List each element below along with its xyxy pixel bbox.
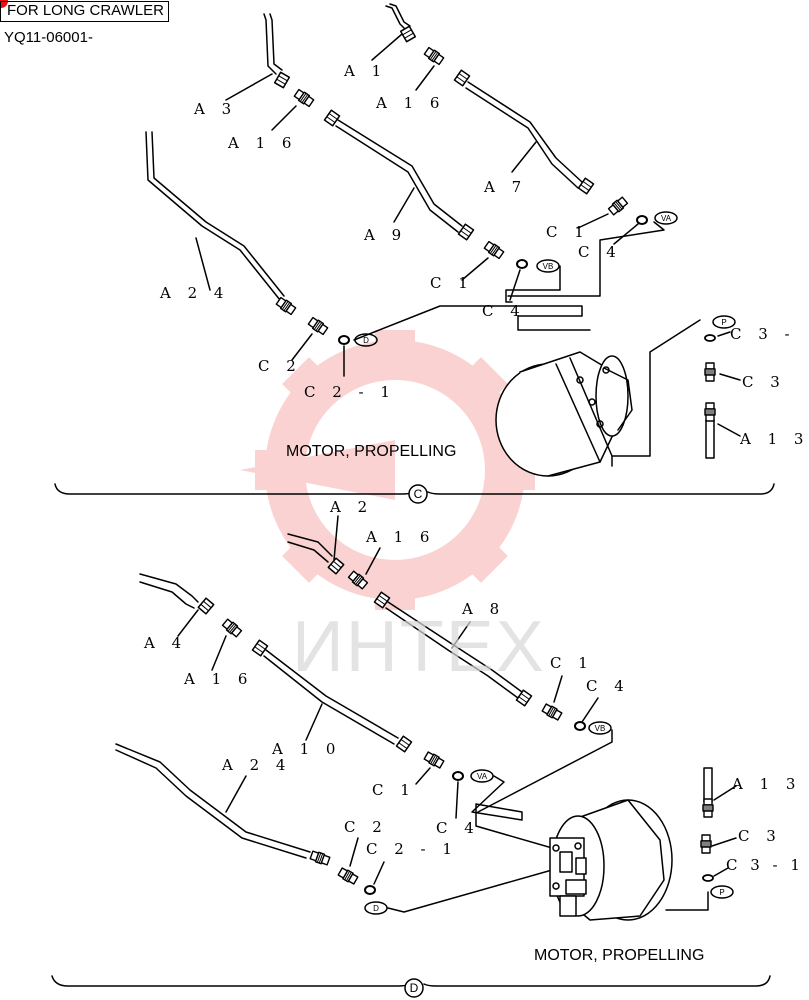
- label-a8: A 8: [462, 600, 506, 618]
- label-a4: A 4: [144, 634, 188, 652]
- label-c4-left-d: C 4: [436, 819, 480, 837]
- label-a9: A 9: [364, 226, 408, 244]
- label-a3: A 3: [194, 100, 238, 118]
- watermark-text: ИНТЕХ: [292, 607, 546, 687]
- label-a16-left-d: A 1 6: [184, 670, 254, 688]
- label-a16-left-c: A 1 6: [228, 134, 298, 152]
- section-d: [51, 515, 771, 998]
- label-a16-top-c: A 1 6: [376, 94, 446, 112]
- label-a1: A 1: [344, 62, 388, 80]
- corner-marker: [0, 0, 8, 8]
- label-c4-right-d: C 4: [586, 677, 630, 695]
- label-c1-left-c: C 1: [430, 274, 474, 292]
- label-c2-1-c: C 2 - 1: [304, 383, 396, 401]
- port-p-c: P: [721, 318, 726, 327]
- port-d-c: D: [363, 336, 369, 345]
- label-c1-right-d: C 1: [550, 654, 594, 672]
- motor-d: [549, 799, 673, 921]
- port-vb-c: VB: [543, 262, 554, 271]
- watermark-gear: [240, 330, 535, 610]
- port-p-d: P: [719, 888, 724, 897]
- port-va-d: VA: [477, 772, 488, 781]
- port-vb-d: VB: [595, 724, 606, 733]
- port-va-c: VA: [661, 214, 672, 223]
- section-c: [54, 3, 775, 504]
- leader-a1: [371, 33, 403, 61]
- label-c2-d: C 2: [344, 818, 388, 836]
- label-c4-left-c: C 4: [482, 302, 526, 320]
- label-a16-top-d: A 1 6: [366, 528, 436, 546]
- port-d-d: D: [373, 904, 379, 913]
- label-a13-c: A 1 3: [740, 430, 809, 448]
- motor-c: [495, 351, 633, 477]
- label-c2-c: C 2: [258, 357, 302, 375]
- label-a24-c: A 2 4: [160, 284, 230, 302]
- label-a10: A 1 0: [272, 740, 342, 758]
- label-c3-d: C 3: [738, 827, 782, 845]
- variant-label: FOR LONG CRAWLER: [0, 1, 169, 22]
- parts-diagram: VA VB D P VB VA D P C D: [51, 3, 775, 998]
- label-a24-d: A 2 4: [222, 756, 292, 774]
- label-a13-d: A 1 3: [732, 775, 802, 793]
- label-a2: A 2: [330, 498, 374, 516]
- section-d-marker: D: [410, 981, 419, 995]
- section-c-marker: C: [414, 487, 423, 501]
- serial-range: YQ11-06001-: [4, 29, 93, 46]
- section-c-title: MOTOR, PROPELLING: [286, 443, 457, 460]
- label-c3-1-d: C 3 - 1: [726, 856, 804, 874]
- label-c3-1-c: C 3 -: [730, 325, 796, 343]
- label-a7: A 7: [484, 178, 528, 196]
- label-c3-c: C 3: [742, 373, 786, 391]
- label-c2-1-d: C 2 - 1: [366, 840, 458, 858]
- section-d-title: MOTOR, PROPELLING: [534, 947, 705, 964]
- label-c1-left-d: C 1: [372, 781, 416, 799]
- label-c4-right-c: C 4: [578, 243, 622, 261]
- label-c1-right-c: C 1: [546, 223, 590, 241]
